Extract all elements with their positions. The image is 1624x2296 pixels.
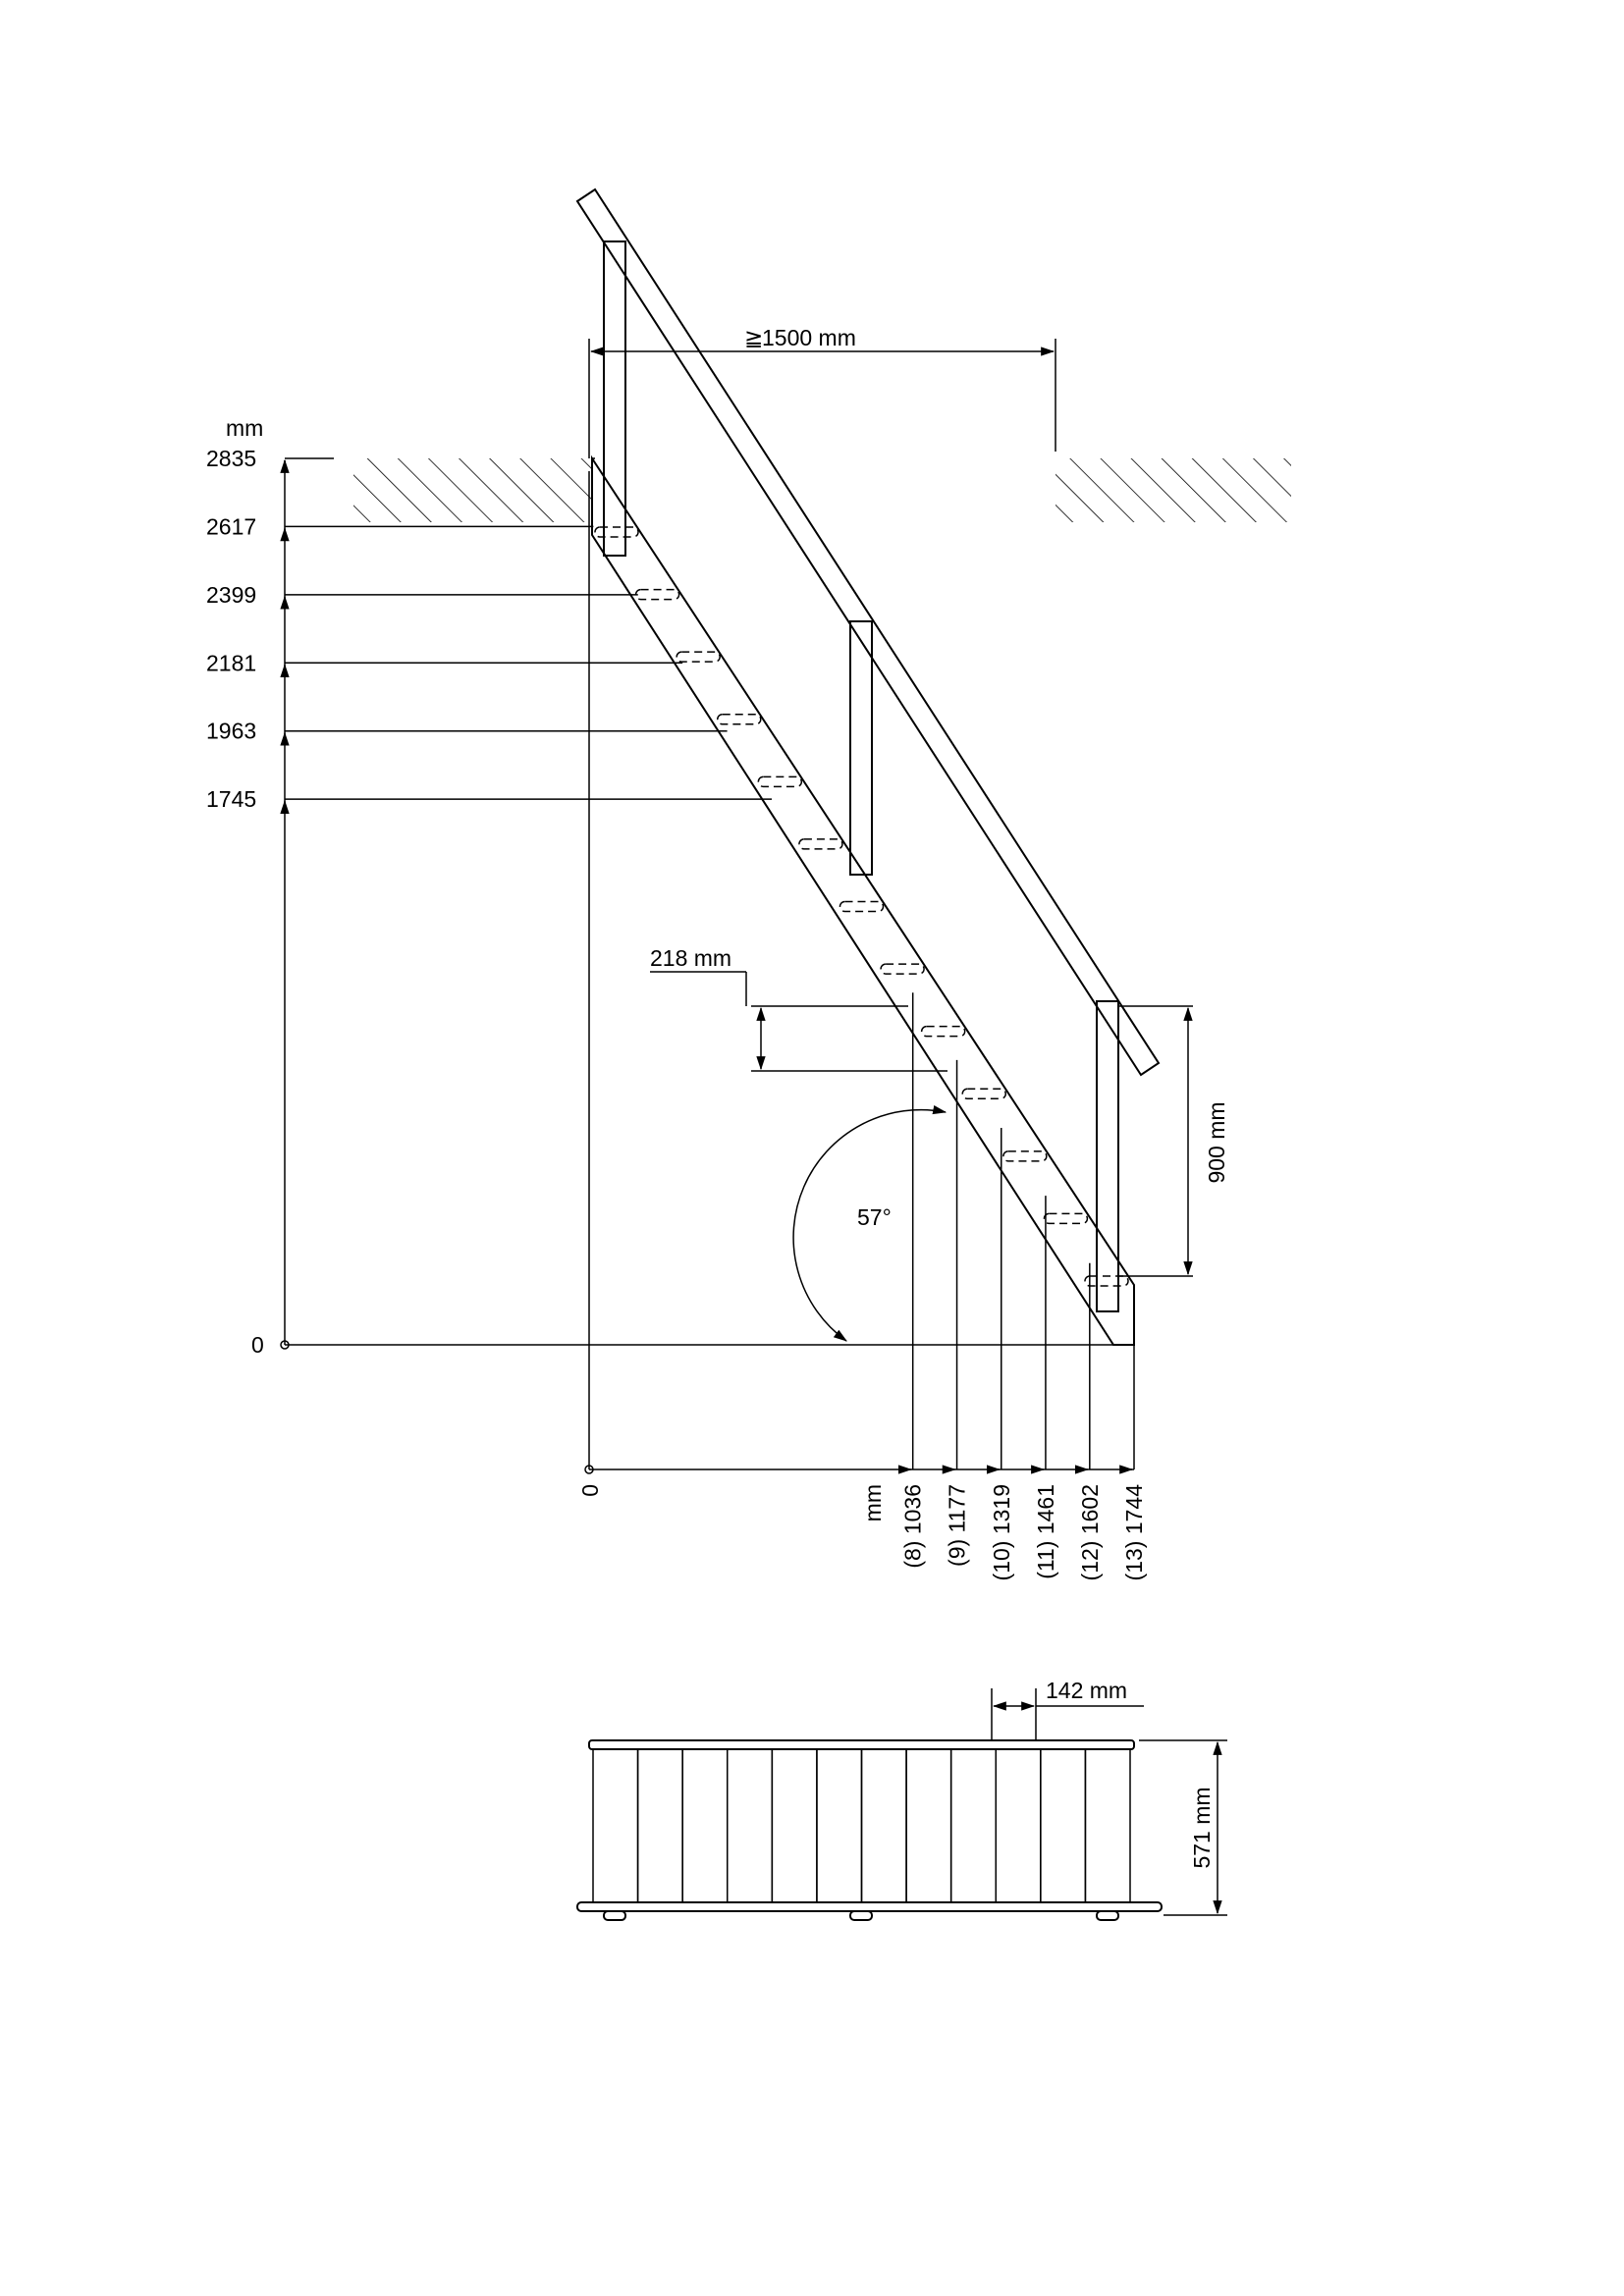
tread — [839, 900, 885, 913]
plan-tread — [771, 1748, 818, 1903]
run-label: (8) 1036 — [900, 1484, 926, 1569]
post-middle — [849, 620, 873, 876]
plan-tread — [816, 1748, 863, 1903]
tread — [1084, 1275, 1129, 1287]
height-label: 2181 — [206, 650, 256, 675]
run-label: (9) 1177 — [945, 1484, 970, 1567]
tread — [1002, 1150, 1048, 1162]
plan-tread — [681, 1748, 729, 1903]
ceiling-slab-right — [1056, 458, 1291, 522]
plan-tread — [905, 1748, 952, 1903]
plan-tread — [592, 1748, 639, 1903]
post-top — [603, 240, 626, 557]
tread — [676, 651, 721, 663]
run-units-label: mm — [860, 1484, 886, 1522]
tread — [634, 588, 680, 601]
height-units-label: mm — [226, 415, 263, 441]
plan-top-rail — [588, 1739, 1135, 1750]
tread — [717, 714, 762, 725]
plan-foot-left — [603, 1910, 626, 1921]
angle-arc — [792, 1104, 947, 1342]
headroom-label: 1500 mm — [762, 325, 856, 350]
floor-zero-label: 0 — [251, 1332, 264, 1358]
plan-foot-right — [1096, 1910, 1119, 1921]
height-label: 2399 — [206, 582, 256, 608]
plan-view: 142 mm 571 mm — [576, 1678, 1227, 1921]
height-label: 1745 — [206, 786, 256, 812]
tread — [594, 526, 639, 538]
tread — [961, 1088, 1006, 1099]
plan-tread — [995, 1748, 1042, 1903]
railing-height-label: 900 mm — [1204, 1101, 1229, 1183]
tread — [1043, 1212, 1089, 1225]
post-bottom — [1096, 1000, 1119, 1312]
plan-bottom-rail — [576, 1901, 1163, 1912]
plan-treads — [592, 1748, 1131, 1903]
height-reference-lines — [285, 457, 773, 800]
height-label: 2835 — [206, 446, 256, 471]
riser-label: 218 mm — [650, 945, 731, 971]
tread-depth-label: 142 mm — [1046, 1678, 1127, 1703]
handrail — [575, 187, 1161, 1077]
plan-tread — [1084, 1748, 1131, 1903]
run-label: (12) 1602 — [1077, 1484, 1103, 1580]
angle-label: 57° — [857, 1204, 892, 1230]
run-label: (11) 1461 — [1033, 1484, 1058, 1579]
plan-tread — [1040, 1748, 1087, 1903]
run-zero-label: 0 — [577, 1484, 603, 1497]
run-label: (13) 1744 — [1121, 1484, 1147, 1581]
tread — [920, 1025, 966, 1038]
tread — [757, 775, 803, 788]
plan-tread — [636, 1748, 683, 1903]
height-label: 2617 — [206, 513, 256, 539]
headroom-symbol: ≧ — [744, 325, 763, 350]
run-position-lines — [897, 992, 1135, 1474]
stair-width-label: 571 mm — [1189, 1787, 1215, 1868]
tread — [880, 963, 925, 975]
treads — [594, 526, 1129, 1287]
ceiling-slab-left — [353, 458, 592, 522]
run-label: (10) 1319 — [989, 1484, 1014, 1580]
height-label: 1963 — [206, 719, 256, 744]
plan-tread — [860, 1748, 907, 1903]
plan-tread — [949, 1748, 998, 1903]
plan-foot-middle — [849, 1910, 873, 1921]
plan-tread — [727, 1748, 774, 1903]
tread — [798, 838, 843, 850]
